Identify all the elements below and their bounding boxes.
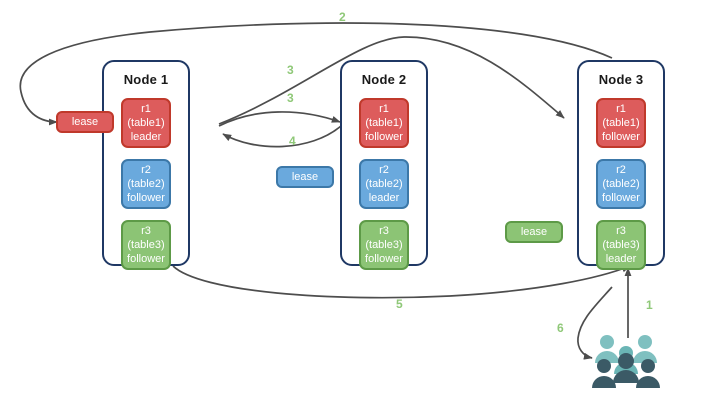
replica-n1-r1[interactable]: r1 (table1) leader <box>121 98 171 148</box>
step-label-6: 6 <box>557 321 564 335</box>
step-label-3b: 3 <box>287 91 294 105</box>
replica-n2-r1[interactable]: r1 (table1) follower <box>359 98 409 148</box>
replica-line-2: follower <box>602 192 640 204</box>
replica-line-2: follower <box>365 131 403 143</box>
replica-line-1: r1 (table1) <box>365 103 403 129</box>
replica-n3-r2[interactable]: r2 (table2) follower <box>596 159 646 209</box>
edge-4-node2r1-to-node1r1 <box>222 125 342 148</box>
node-title: Node 3 <box>598 72 644 87</box>
replica-line-1: r1 (table1) <box>602 103 640 129</box>
replica-line-2: follower <box>127 253 165 265</box>
replica-line-2: follower <box>365 253 403 265</box>
node-panel-node-3[interactable]: Node 3 r1 (table1) follower r2 (table2) … <box>577 60 665 270</box>
replica-n1-r2[interactable]: r2 (table2) follower <box>121 159 171 209</box>
replica-line-1: r2 (table2) <box>602 164 640 190</box>
node-panel-node-2[interactable]: Node 2 r1 (table1) follower r2 (table2) … <box>340 60 428 270</box>
replica-line-1: r2 (table2) <box>127 164 165 190</box>
step-label-5: 5 <box>396 297 403 311</box>
node-panel-node-1[interactable]: Node 1 r1 (table1) leader r2 (table2) fo… <box>102 60 190 270</box>
replica-line-1: r3 (table3) <box>127 225 165 251</box>
replica-line-1: r3 (table3) <box>365 225 403 251</box>
replica-n2-r2[interactable]: r2 (table2) leader <box>359 159 409 209</box>
edge-3-node1r1-to-node2r1 <box>218 111 341 127</box>
replica-n3-r3[interactable]: r3 (table3) leader <box>596 220 646 270</box>
step-label-3a: 3 <box>287 63 294 77</box>
replica-n3-r1[interactable]: r1 (table1) follower <box>596 98 646 148</box>
lease-badge-green[interactable]: lease <box>505 221 563 243</box>
users-icon <box>592 333 660 389</box>
edge-3-node1r1-to-node3r1 <box>218 36 565 125</box>
lease-badge-blue[interactable]: lease <box>276 166 334 188</box>
replica-line-2: leader <box>368 192 400 204</box>
replica-line-1: r3 (table3) <box>602 225 640 251</box>
replica-line-2: leader <box>605 253 637 265</box>
step-label-4: 4 <box>289 134 296 148</box>
replica-n1-r3[interactable]: r3 (table3) follower <box>121 220 171 270</box>
users-icon-svg <box>592 335 660 388</box>
replica-line-2: follower <box>602 131 640 143</box>
replica-line-2: follower <box>127 192 165 204</box>
step-label-2: 2 <box>339 10 346 24</box>
step-label-1: 1 <box>646 298 653 312</box>
replica-line-1: r2 (table2) <box>365 164 403 190</box>
replica-n2-r3[interactable]: r3 (table3) follower <box>359 220 409 270</box>
edge-5-node1-to-node3 <box>172 265 631 299</box>
replica-line-2: leader <box>130 131 162 143</box>
node-title: Node 1 <box>123 72 169 87</box>
edge-2-node3-to-lease-red <box>19 22 613 126</box>
replica-line-1: r1 (table1) <box>127 103 165 129</box>
lease-badge-red[interactable]: lease <box>56 111 114 133</box>
users-front-row <box>592 353 660 388</box>
node-title: Node 2 <box>361 72 407 87</box>
edge-6-node3-to-users <box>577 286 613 360</box>
